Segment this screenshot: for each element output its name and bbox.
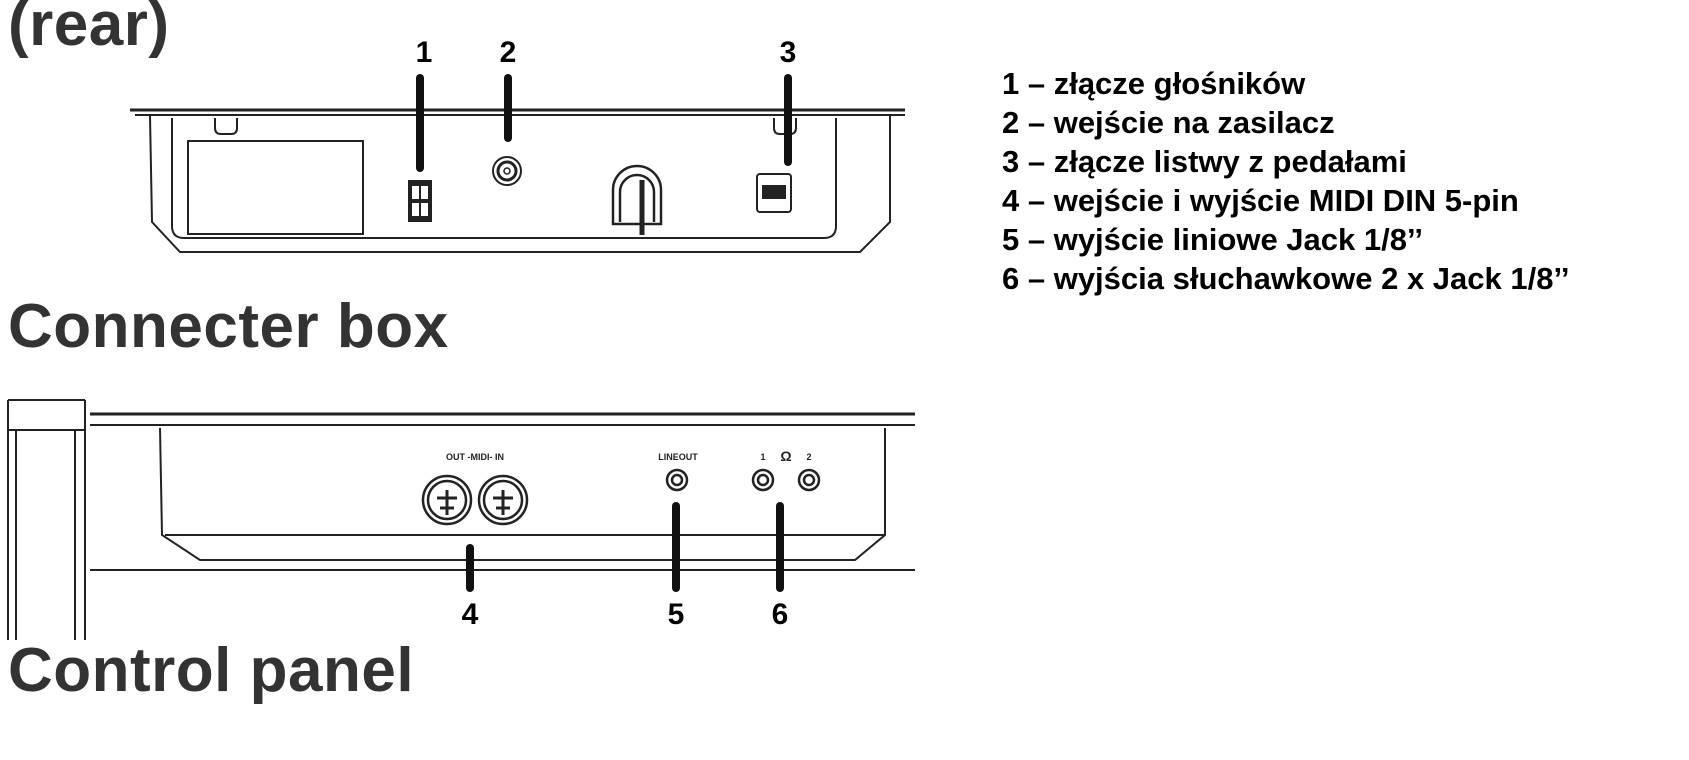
power-input-icon [492,156,522,186]
callout-2: 2 [500,36,517,69]
legend-item-2: 2 – wejście na zasilacz [1002,105,1335,140]
lineout-label: LINEOUT [658,452,698,462]
callout-lines-rear [416,74,792,172]
lineout-jack-icon [665,468,689,492]
callout-6: 6 [772,598,789,631]
callout-3: 3 [780,36,797,69]
rear-panel-drawing [130,108,905,253]
callout-lines-connector [466,502,784,592]
heading-connector-box: Connecter box [8,292,449,361]
legend-item-5: 5 – wyjście liniowe Jack 1/8’’ [1002,222,1424,257]
midi-in-port-icon [477,474,529,526]
pedal-connector-icon [756,173,792,213]
legend-item-6: 6 – wyjścia słuchawkowe 2 x Jack 1/8’’ [1002,261,1570,296]
headphone-jack-2-icon [797,468,821,492]
legend-item-3: 3 – złącze listwy z pedałami [1002,144,1407,179]
connector-legend: 1 – złącze głośników 2 – wejście na zasi… [1002,64,1570,298]
midi-label: OUT -MIDI- IN [446,452,504,462]
callout-4: 4 [462,598,479,631]
phones-2-label: 2 [806,452,811,462]
headphone-icon: Ω [780,448,791,464]
legend-item-1: 1 – złącze głośników [1002,66,1306,101]
phones-1-label: 1 [760,452,765,462]
heading-rear: (rear) [8,0,170,59]
speaker-connector-icon [408,180,432,222]
heading-control-panel: Control panel [8,636,415,705]
callout-1: 1 [416,36,433,69]
legend-item-4: 4 – wejście i wyjście MIDI DIN 5-pin [1002,183,1519,218]
callout-5: 5 [668,598,685,631]
midi-out-port-icon [421,474,473,526]
cable-hook-icon [611,164,663,235]
headphone-jack-1-icon [751,468,775,492]
